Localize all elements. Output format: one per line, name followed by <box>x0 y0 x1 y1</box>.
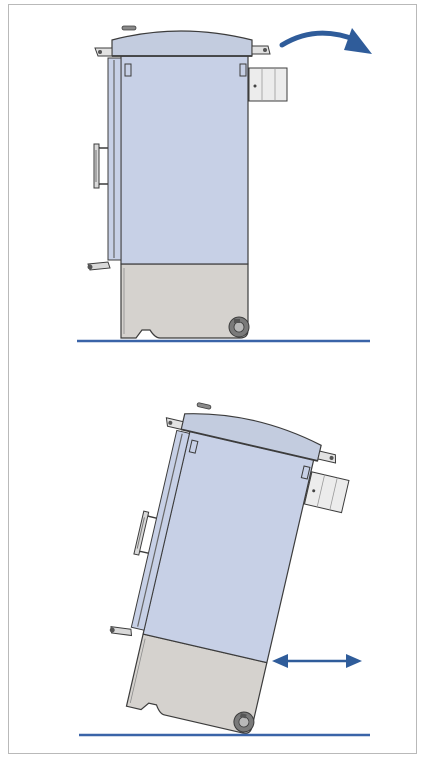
tilted-cabinet <box>92 393 360 745</box>
upright-cabinet <box>86 25 288 339</box>
double-arrow-horizontal <box>272 654 362 668</box>
curved-arrow-right <box>279 28 372 54</box>
